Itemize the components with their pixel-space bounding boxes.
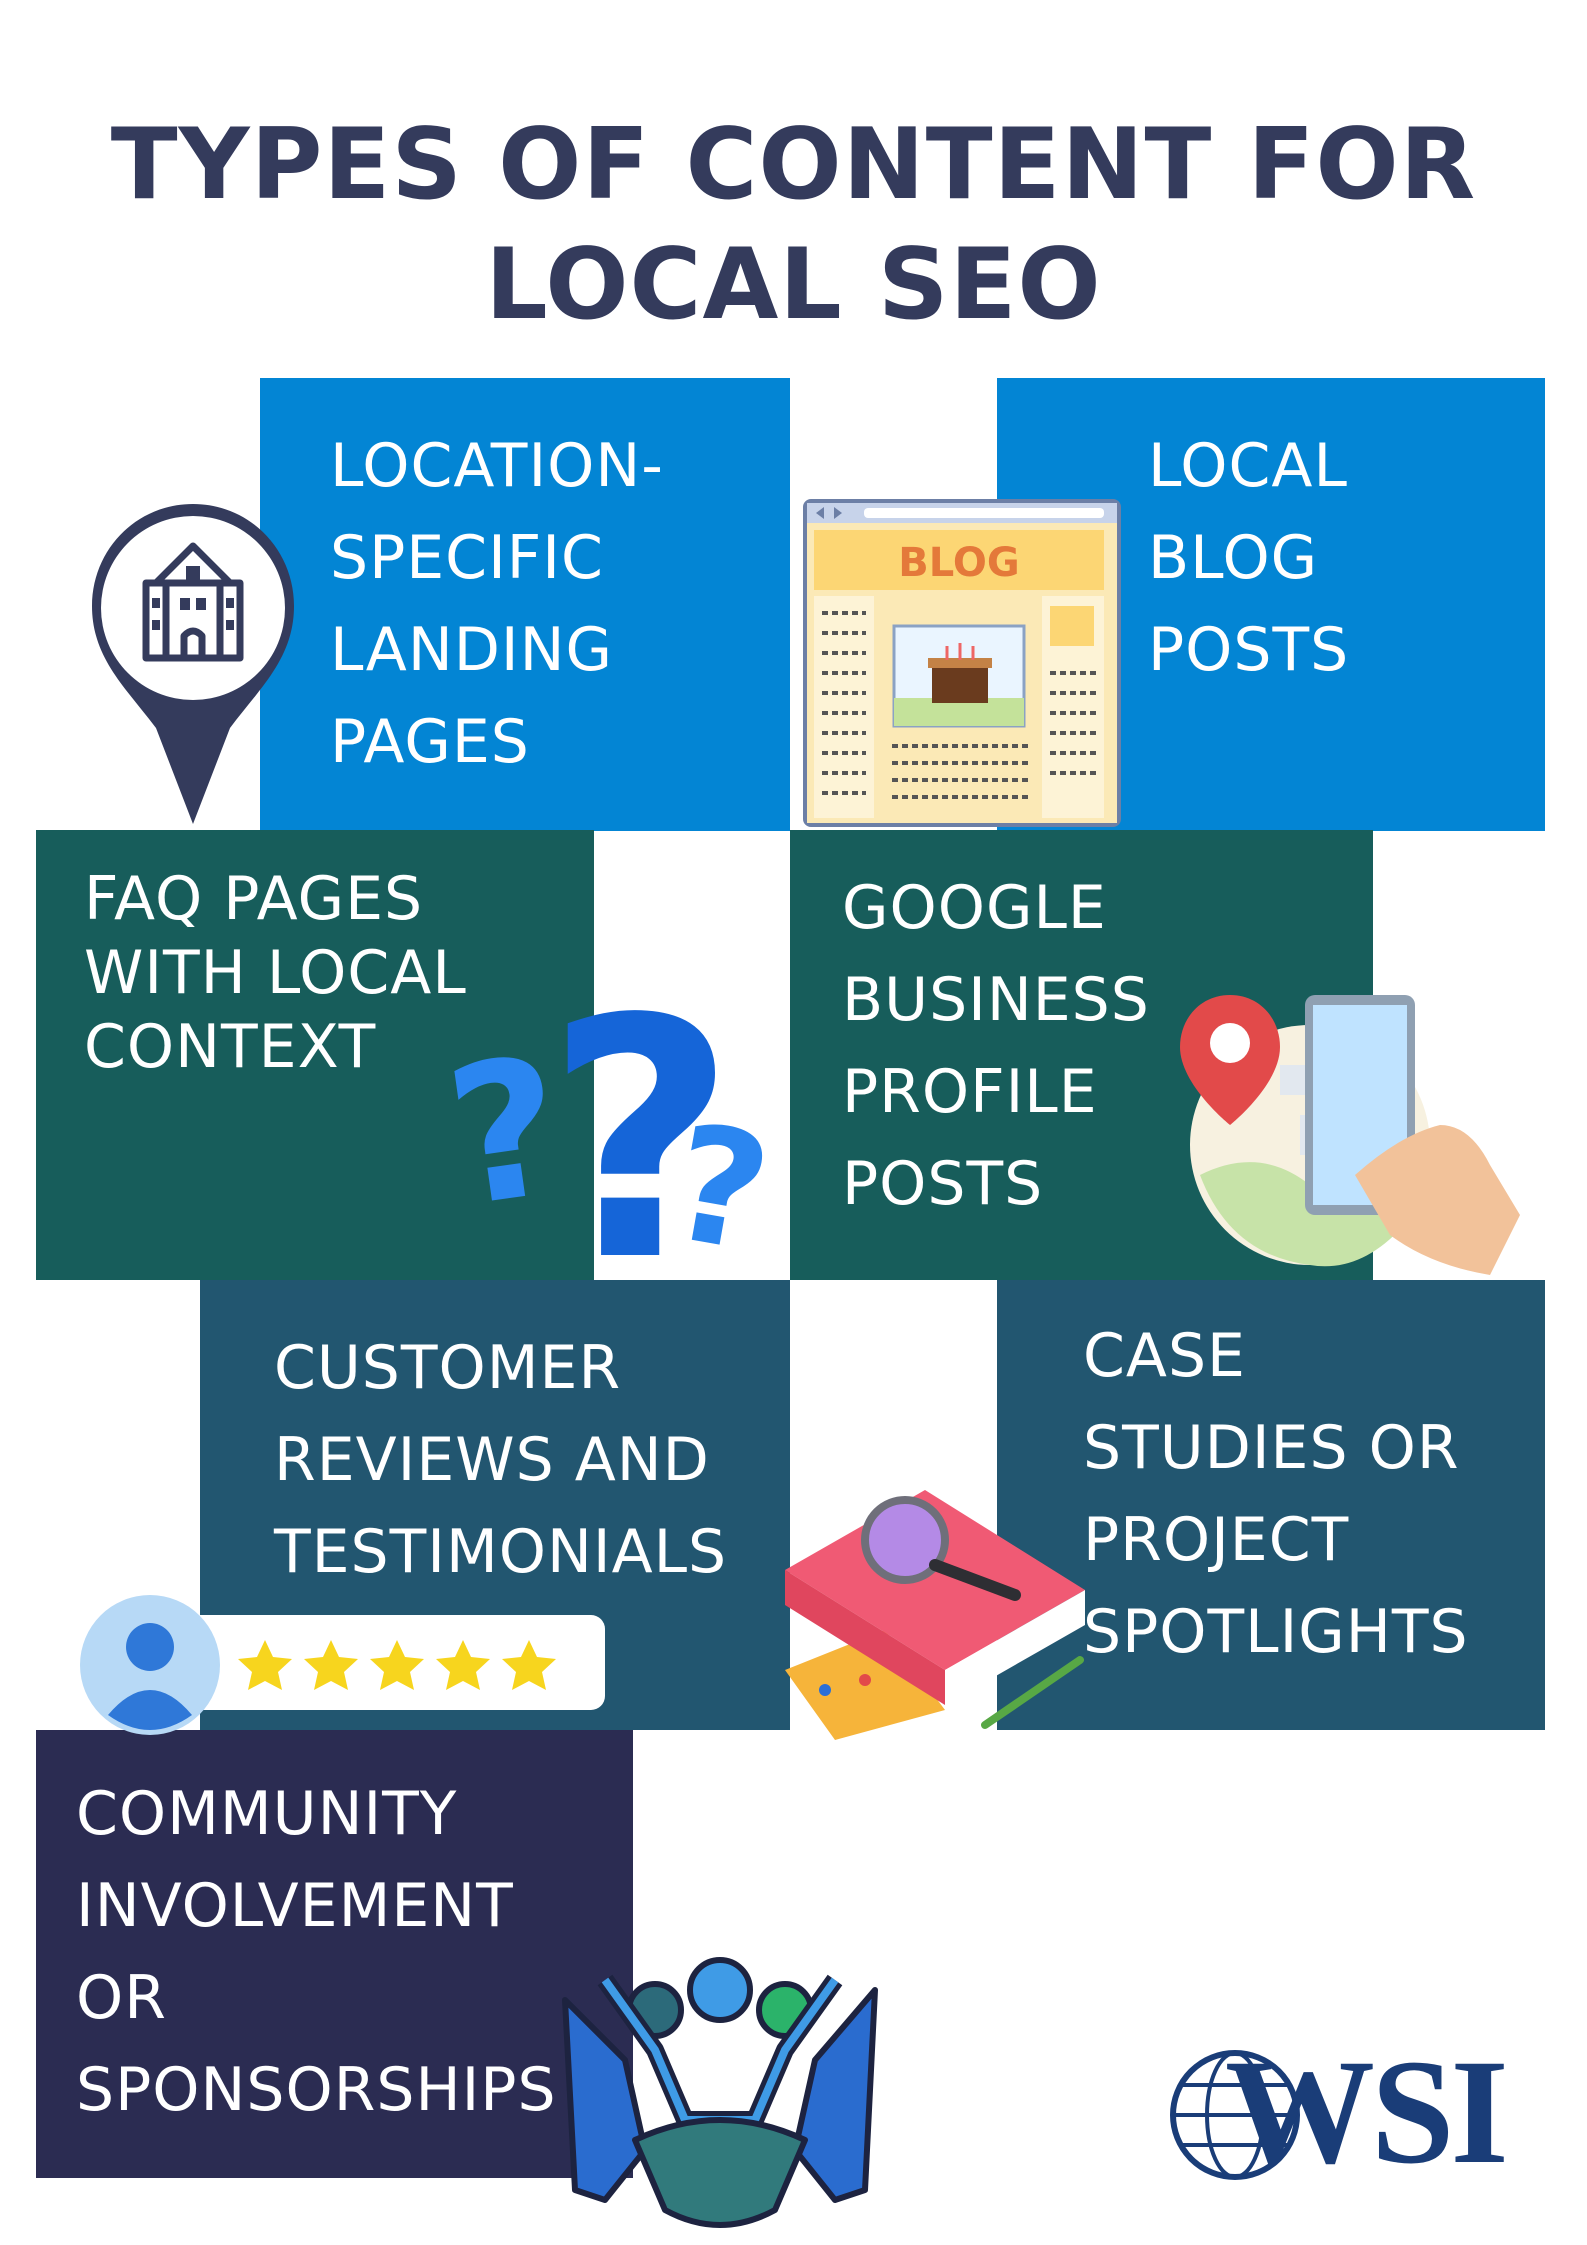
case-study-folder-icon <box>785 1490 1085 1740</box>
user-rating-icon <box>80 1595 605 1735</box>
tile-landing-pages <box>260 378 790 831</box>
logo-text: WSI <box>1225 2029 1509 2195</box>
title-line-1: TYPES OF CONTENT FOR <box>110 108 1477 222</box>
map-phone-icon <box>1180 995 1520 1275</box>
label-case-studies: CASE STUDIES OR PROJECT SPOTLIGHTS <box>1083 1321 1469 1667</box>
label-customer-reviews: CUSTOMER REVIEWS AND TESTIMONIALS <box>274 1333 728 1587</box>
label-landing-pages: LOCATION- SPECIFIC LANDING PAGES <box>330 431 664 777</box>
globe-icon <box>1170 2050 1300 2180</box>
blog-badge-text: BLOG <box>898 540 1019 586</box>
page-title: TYPES OF CONTENT FOR LOCAL SEO <box>0 105 1587 345</box>
label-community: COMMUNITY INVOLVEMENT OR SPONSORSHIPS <box>76 1779 557 2125</box>
label-gbp-posts: GOOGLE BUSINESS PROFILE POSTS <box>842 873 1150 1219</box>
svg-text:?: ? <box>545 949 736 1333</box>
tile-case-studies <box>997 1280 1545 1730</box>
title-line-2: LOCAL SEO <box>485 228 1102 342</box>
community-handshake-icon <box>562 1957 878 2228</box>
wsi-logo: WSI <box>1165 2037 1525 2187</box>
tile-community <box>36 1730 633 2178</box>
tile-faq-pages <box>36 830 594 1280</box>
map-pin-building-icon <box>92 504 294 824</box>
label-faq-pages: FAQ PAGES WITH LOCAL CONTEXT <box>84 864 467 1082</box>
label-blog-posts: LOCAL BLOG POSTS <box>1148 431 1350 685</box>
question-marks-icon: ? ? ? <box>436 949 783 1333</box>
blog-page-icon: BLOG <box>803 499 1121 827</box>
